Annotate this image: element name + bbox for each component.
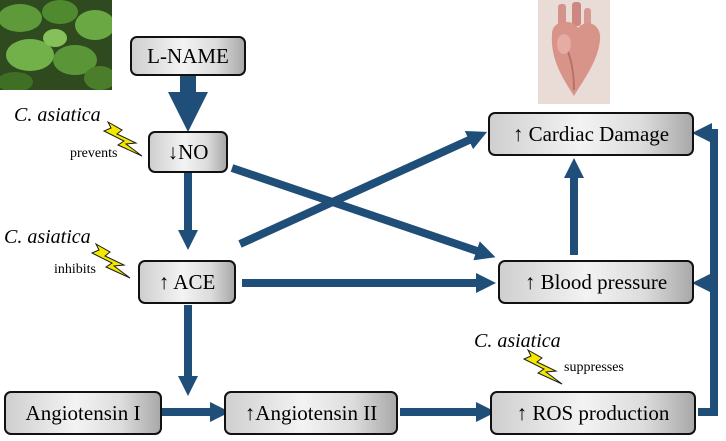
lightning-bolt-icon <box>90 242 131 279</box>
arrow-ros-feedback-line <box>692 123 718 416</box>
heart-photo <box>538 0 610 104</box>
agent-label-suppresses: C. asiatica <box>474 330 561 352</box>
lightning-bolt-icon <box>522 348 563 385</box>
action-label-prevents: prevents <box>70 146 118 161</box>
node-ace: ↑ ACE <box>138 260 236 304</box>
node-no: ↓NO <box>148 131 228 173</box>
arrow-ace-to-cardiac-damage <box>238 131 488 248</box>
node-angiotensin-1: Angiotensin I <box>4 391 162 435</box>
node-lname: L-NAME <box>130 36 246 76</box>
node-angiotensin-2: ↑Angiotensin II <box>224 391 398 435</box>
node-blood-pressure: ↑ Blood pressure <box>498 260 694 304</box>
action-label-inhibits: inhibits <box>54 262 97 277</box>
lightning-bolt-icon <box>102 120 143 157</box>
plant-photo <box>0 0 112 90</box>
agent-label-prevents: C. asiatica <box>14 104 101 126</box>
agent-label-inhibits: C. asiatica <box>4 226 91 248</box>
node-ros: ↑ ROS production <box>490 391 696 435</box>
node-cardiac-damage: ↑ Cardiac Damage <box>488 112 694 156</box>
arrow-no-to-blood-pressure <box>230 164 496 261</box>
action-label-suppresses: suppresses <box>564 360 624 375</box>
